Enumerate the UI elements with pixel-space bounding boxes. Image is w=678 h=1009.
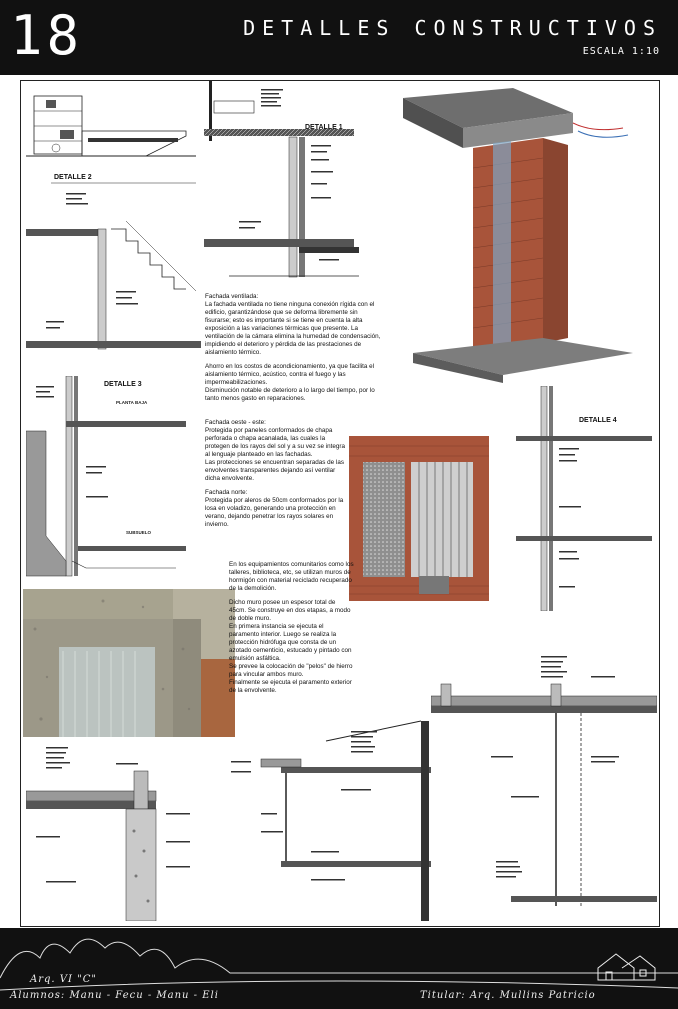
text-fachada-ventilada: Fachada ventilada: La fachada ventilada … <box>205 293 385 409</box>
fachada-oeste-paragraph: Fachada oeste - este: Protegida por pane… <box>205 419 346 482</box>
detalle-3-drawing: DETALLE 3 PLANTA BAJA SUBSUELO <box>26 376 186 577</box>
skyline-sketch <box>0 938 678 991</box>
detalle-4-label: DETALLE 4 <box>579 417 617 424</box>
sheet-number: 18 <box>10 4 84 67</box>
sheet-title: DETALLES CONSTRUCTIVOS <box>243 16 662 40</box>
fachada-ventilada-paragraph: Fachada ventilada: La fachada ventilada … <box>205 293 381 356</box>
facade-3d-render <box>393 83 655 383</box>
detalle-2-label: DETALLE 2 <box>54 174 92 181</box>
footer-band: Arq. VI "C" Alumnos: Manu - Fecu - Manu … <box>0 928 678 1009</box>
facade-elevation-render <box>349 436 489 601</box>
detalle-2-drawing: DETALLE 2 <box>26 174 201 350</box>
detalle-4-drawing: DETALLE 4 <box>516 386 652 611</box>
concrete-wall-render <box>23 589 235 737</box>
ahorro-paragraph: Ahorro en los costos de acondicionamient… <box>205 363 375 402</box>
text-muro: En los equipamientos comunitarios como l… <box>229 561 354 701</box>
roof-detail-bottom-right <box>431 656 657 906</box>
students-label: Alumnos: Manu - Fecu - Manu - Eli <box>10 990 219 1001</box>
site-section-drawing <box>26 95 196 157</box>
detalle-1-drawing: DETALLE 1 <box>204 81 359 278</box>
parapet-detail-bottom-left <box>26 747 190 921</box>
scale-label: ESCALA 1:10 <box>582 46 660 57</box>
equipamientos-paragraph: En los equipamientos comunitarios como l… <box>229 561 354 592</box>
house-logo-icon <box>597 953 656 981</box>
subsuelo-label: SUBSUELO <box>126 530 152 535</box>
roof-detail-bottom-center <box>231 720 431 921</box>
text-fachadas: Fachada oeste - este: Protegida por pane… <box>205 419 350 535</box>
planta-baja-label: PLANTA BAJA <box>116 400 148 405</box>
detalle-3-label: DETALLE 3 <box>104 381 142 388</box>
course-label: Arq. VI "C" <box>30 974 97 985</box>
detalle-1-label: DETALLE 1 <box>305 124 343 131</box>
fachada-norte-paragraph: Fachada norte: Protegida por aleros de 5… <box>205 489 344 528</box>
tutor-label: Titular: Arq. Mullins Patricio <box>420 990 596 1001</box>
drawing-frame: DETALLE 1 DETALLE 2 <box>20 80 660 927</box>
muro-paragraph: Dicho muro posee un espesor total de 45c… <box>229 599 353 694</box>
header-band: 18 DETALLES CONSTRUCTIVOS ESCALA 1:10 <box>0 0 678 75</box>
